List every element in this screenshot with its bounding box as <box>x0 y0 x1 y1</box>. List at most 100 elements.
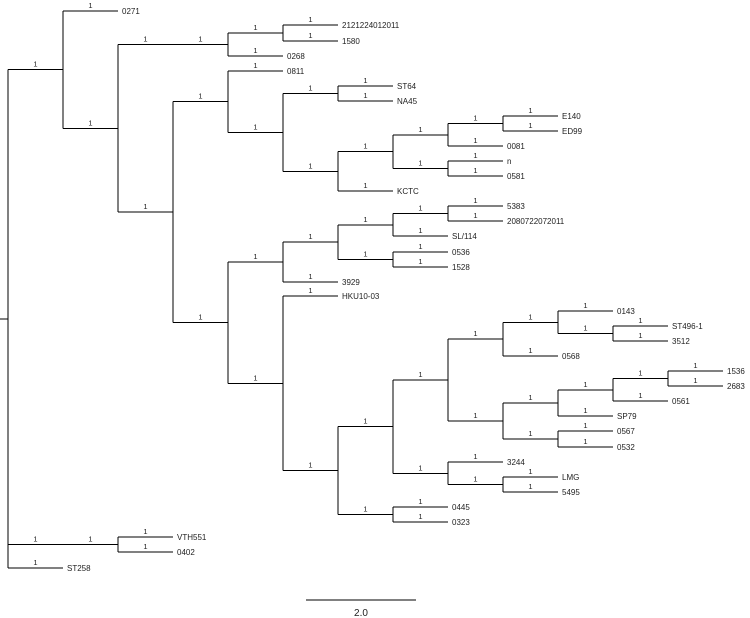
support-value: 1 <box>308 286 312 295</box>
leaf-label: 0323 <box>452 518 470 527</box>
leaf-label: 2080722072011 <box>507 217 565 226</box>
support-value: 1 <box>473 475 477 484</box>
support-value: 1 <box>693 376 697 385</box>
leaf-label: ED99 <box>562 127 583 136</box>
leaf-label: ST496-1 <box>672 322 703 331</box>
support-value: 1 <box>473 211 477 220</box>
support-value: 1 <box>143 202 147 211</box>
support-value: 1 <box>418 125 422 134</box>
support-value: 1 <box>363 181 367 190</box>
leaf-label: ST258 <box>67 564 91 573</box>
leaf-label: LMG <box>562 473 579 482</box>
support-value: 1 <box>638 369 642 378</box>
support-value: 1 <box>473 114 477 123</box>
support-value: 1 <box>363 76 367 85</box>
support-value: 1 <box>418 242 422 251</box>
support-value: 1 <box>88 1 92 10</box>
support-value: 1 <box>33 558 37 567</box>
support-value: 1 <box>308 161 312 170</box>
support-value: 1 <box>473 136 477 145</box>
support-value: 1 <box>253 122 257 131</box>
support-value: 1 <box>418 226 422 235</box>
leaf-label: n <box>507 157 511 166</box>
leaf-label: SL/114 <box>452 232 477 241</box>
leaf-label: 0402 <box>177 548 195 557</box>
support-value: 1 <box>363 142 367 151</box>
support-value: 1 <box>528 312 532 321</box>
leaf-label: 3512 <box>672 337 690 346</box>
support-value: 1 <box>253 373 257 382</box>
support-value: 1 <box>198 35 202 44</box>
support-value: 1 <box>418 204 422 213</box>
support-value: 1 <box>143 542 147 551</box>
support-value: 1 <box>33 60 37 69</box>
leaf-label: 0143 <box>617 307 635 316</box>
support-value: 1 <box>693 361 697 370</box>
support-value: 1 <box>473 452 477 461</box>
leaf-label: NA45 <box>397 97 418 106</box>
leaf-label: 0532 <box>617 443 635 452</box>
support-value: 1 <box>308 272 312 281</box>
support-value: 1 <box>253 61 257 70</box>
support-value: 1 <box>528 429 532 438</box>
leaf-label: 0268 <box>287 52 305 61</box>
support-value: 1 <box>143 527 147 536</box>
support-value: 1 <box>583 324 587 333</box>
support-value: 1 <box>638 331 642 340</box>
leaf-label: 0081 <box>507 142 525 151</box>
support-value: 1 <box>308 461 312 470</box>
leaf-label: 2683 <box>727 382 745 391</box>
support-value: 1 <box>528 393 532 402</box>
support-value: 1 <box>418 257 422 266</box>
support-value: 1 <box>88 535 92 544</box>
support-value: 1 <box>473 196 477 205</box>
support-value: 1 <box>528 106 532 115</box>
leaf-label: VTH551 <box>177 533 207 542</box>
support-value: 1 <box>583 437 587 446</box>
support-value: 1 <box>363 215 367 224</box>
support-value: 1 <box>638 316 642 325</box>
leaf-label: KCTC <box>397 187 419 196</box>
support-value: 1 <box>418 512 422 521</box>
support-value: 1 <box>583 421 587 430</box>
scale-bar: 2.0 <box>306 599 416 618</box>
support-values: 1 1 1 1 1 1 1 1 1 1 1 1 1 1 1 1 1 1 1 1 1 1 1 1 1 1 1 1 1 1 1 1 1 1 1 1 1 1 1 1… <box>33 1 697 567</box>
support-value: 1 <box>308 84 312 93</box>
support-value: 1 <box>418 159 422 168</box>
support-value: 1 <box>198 313 202 322</box>
leaf-label: 0567 <box>617 427 635 436</box>
support-value: 1 <box>528 467 532 476</box>
leaf-label: 0536 <box>452 248 470 257</box>
tree-branches <box>0 10 723 569</box>
support-value: 1 <box>473 151 477 160</box>
support-value: 1 <box>198 92 202 101</box>
leaf-label: 1528 <box>452 263 470 272</box>
support-value: 1 <box>33 535 37 544</box>
support-value: 1 <box>363 91 367 100</box>
scale-bar-label: 2.0 <box>354 608 368 618</box>
support-value: 1 <box>418 497 422 506</box>
support-value: 1 <box>528 346 532 355</box>
leaf-label: 0271 <box>122 7 140 16</box>
leaf-label: 5495 <box>562 488 580 497</box>
leaf-label: 3244 <box>507 458 525 467</box>
leaf-label: 1580 <box>342 37 360 46</box>
leaf-label: 5383 <box>507 202 525 211</box>
support-value: 1 <box>253 252 257 261</box>
support-value: 1 <box>363 417 367 426</box>
leaf-label: 2121224012011 <box>342 21 400 30</box>
leaf-label: 0811 <box>287 67 305 76</box>
support-value: 1 <box>363 505 367 514</box>
support-value: 1 <box>473 411 477 420</box>
support-value: 1 <box>638 391 642 400</box>
leaf-label: HKU10-03 <box>342 292 380 301</box>
support-value: 1 <box>363 250 367 259</box>
support-value: 1 <box>253 46 257 55</box>
leaf-label: SP79 <box>617 412 637 421</box>
support-value: 1 <box>253 23 257 32</box>
leaf-label: 0568 <box>562 352 580 361</box>
support-value: 1 <box>308 232 312 241</box>
support-value: 1 <box>143 35 147 44</box>
support-value: 1 <box>88 118 92 127</box>
